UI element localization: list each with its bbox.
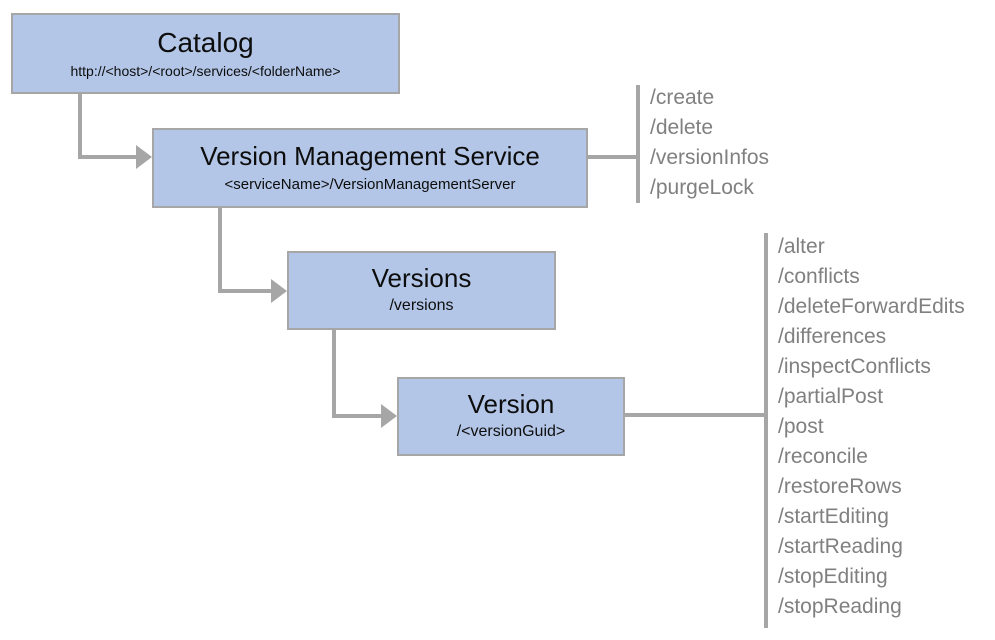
operations-rule-version bbox=[764, 233, 768, 628]
operation-item[interactable]: /restoreRows bbox=[778, 475, 902, 498]
operation-item[interactable]: /create bbox=[650, 86, 715, 109]
node-versions-subtitle: /versions bbox=[389, 297, 454, 315]
operation-item[interactable]: /alter bbox=[778, 235, 825, 258]
operations-list-service: /create/delete/versionInfos/purgeLock bbox=[650, 83, 769, 203]
operation-item[interactable]: /delete bbox=[650, 116, 714, 139]
operation-item[interactable]: /reconcile bbox=[778, 445, 868, 468]
operation-item[interactable]: /deleteForwardEdits bbox=[778, 295, 965, 318]
node-version-management-service-subtitle: <serviceName>/VersionManagementServer bbox=[224, 175, 516, 193]
connector-catalog-to-service bbox=[78, 94, 152, 169]
node-version[interactable]: Version /<versionGuid> bbox=[397, 377, 625, 456]
operation-item[interactable]: /versionInfos bbox=[650, 146, 770, 169]
operation-item[interactable]: /purgeLock bbox=[650, 176, 754, 199]
operation-item[interactable]: /stopReading bbox=[778, 595, 902, 618]
node-version-management-service-title: Version Management Service bbox=[200, 141, 540, 172]
operation-item[interactable]: /stopEditing bbox=[778, 565, 888, 588]
operation-item[interactable]: /inspectConflicts bbox=[778, 355, 931, 378]
node-version-title: Version bbox=[467, 389, 555, 420]
node-versions-title: Versions bbox=[371, 263, 472, 294]
node-catalog[interactable]: Catalog http://<host>/<root>/services/<f… bbox=[11, 13, 400, 94]
operation-item[interactable]: /startReading bbox=[778, 535, 903, 558]
operation-item[interactable]: /startEditing bbox=[778, 505, 889, 528]
node-version-management-service[interactable]: Version Management Service <serviceName>… bbox=[152, 128, 588, 208]
operation-item[interactable]: /differences bbox=[778, 325, 887, 348]
connector-service-to-versions bbox=[218, 208, 287, 303]
operations-rule-service bbox=[636, 85, 640, 203]
node-catalog-title: Catalog bbox=[157, 27, 254, 59]
node-version-subtitle: /<versionGuid> bbox=[456, 423, 566, 441]
operation-item[interactable]: /post bbox=[778, 415, 824, 438]
operation-item[interactable]: /partialPost bbox=[778, 385, 884, 408]
operation-item[interactable]: /conflicts bbox=[778, 265, 860, 288]
connector-versions-to-version bbox=[332, 330, 397, 428]
node-catalog-subtitle: http://<host>/<root>/services/<folderNam… bbox=[70, 62, 341, 79]
operations-list-version: /alter/conflicts/deleteForwardEdits/diff… bbox=[778, 232, 965, 622]
node-versions[interactable]: Versions /versions bbox=[287, 251, 556, 330]
